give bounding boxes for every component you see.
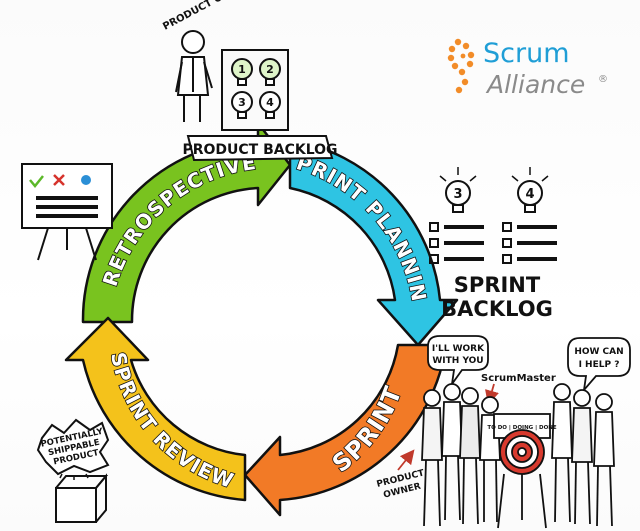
sprint-backlog-checklist: [429, 222, 557, 264]
shippable-product-group: POTENTIALLY SHIPPABLE PRODUCT: [36, 418, 110, 523]
svg-text:4: 4: [525, 187, 534, 202]
svg-text:HOW CAN: HOW CAN: [574, 347, 623, 357]
speech-bubble-right: HOW CAN I HELP ?: [567, 337, 631, 393]
team-member-2: [441, 383, 463, 521]
logo-registered-mark: ®: [598, 74, 608, 85]
team-member-6: [571, 389, 593, 525]
product-owner-arrow-icon: [397, 449, 415, 471]
team-member-1: [421, 389, 443, 527]
team-member-5: [551, 383, 573, 523]
sprint-bulb-4-icon: 4: [511, 167, 549, 213]
bulb-3-icon: 3: [231, 91, 253, 119]
cross-icon: [53, 174, 65, 186]
product-backlog-title: PRODUCT BACKLOG: [182, 142, 337, 158]
svg-text:WITH YOU: WITH YOU: [432, 356, 483, 366]
scrum-alliance-logo: Scrum Alliance ®: [447, 38, 608, 99]
scrum-master-arrow-icon: [485, 383, 499, 405]
dot-icon: [81, 175, 91, 185]
sprint-backlog-group: 3 4 SPRINT BACKLOG: [429, 167, 557, 321]
starburst-icon: [36, 418, 110, 476]
sprint-backlog-title-line2: BACKLOG: [441, 297, 553, 321]
svg-text:I HELP ?: I HELP ?: [579, 360, 620, 370]
product-owner-figure: [175, 30, 213, 122]
product-backlog-bulbs: 1 2 3 4: [231, 58, 281, 119]
product-backlog-ribbon: [186, 135, 334, 162]
logo-scrum-text: Scrum: [483, 38, 570, 69]
scrum-team-group: I'LL WORK WITH YOU HOW CAN I HELP ? Scru…: [376, 335, 631, 529]
product-owner-label: PRODUCT OWNER: [161, 0, 255, 33]
task-board-text: TO DO | DOING | DONE: [487, 425, 557, 431]
retrospective-arrow: [81, 121, 292, 324]
sprint-bulb-3-icon: 3: [439, 167, 477, 213]
svg-text:1: 1: [238, 63, 246, 76]
product-box-icon: [55, 473, 109, 523]
cycle-ring: [64, 121, 459, 517]
sprint-review-arrow: [64, 316, 247, 502]
sprint-arrow: [243, 343, 448, 517]
team-members: [421, 383, 615, 527]
retrospective-easel: [21, 163, 113, 261]
team-member-3: [459, 387, 481, 525]
svg-text:2: 2: [266, 63, 274, 76]
scrum-master-label: ScrumMaster: [481, 373, 556, 384]
logo-dots-icon: [447, 38, 475, 94]
svg-text:3: 3: [238, 96, 246, 109]
svg-text:4: 4: [266, 96, 274, 109]
target-icon: [497, 429, 547, 529]
svg-text:3: 3: [453, 187, 462, 202]
sprint-backlog-title-line1: SPRINT: [454, 273, 541, 297]
logo-alliance-text: Alliance: [485, 70, 585, 99]
product-backlog-group: PRODUCT OWNER 1 2 3: [161, 0, 338, 162]
team-member-7: [593, 393, 615, 527]
bulb-4-icon: 4: [259, 91, 281, 119]
sprint-planning-arrow: [288, 138, 459, 347]
bulb-2-icon: 2: [259, 58, 281, 86]
svg-text:I'LL WORK: I'LL WORK: [432, 344, 485, 354]
speech-bubble-left: I'LL WORK WITH YOU: [427, 335, 489, 385]
check-icon: [29, 175, 44, 188]
bulb-1-icon: 1: [231, 58, 253, 86]
